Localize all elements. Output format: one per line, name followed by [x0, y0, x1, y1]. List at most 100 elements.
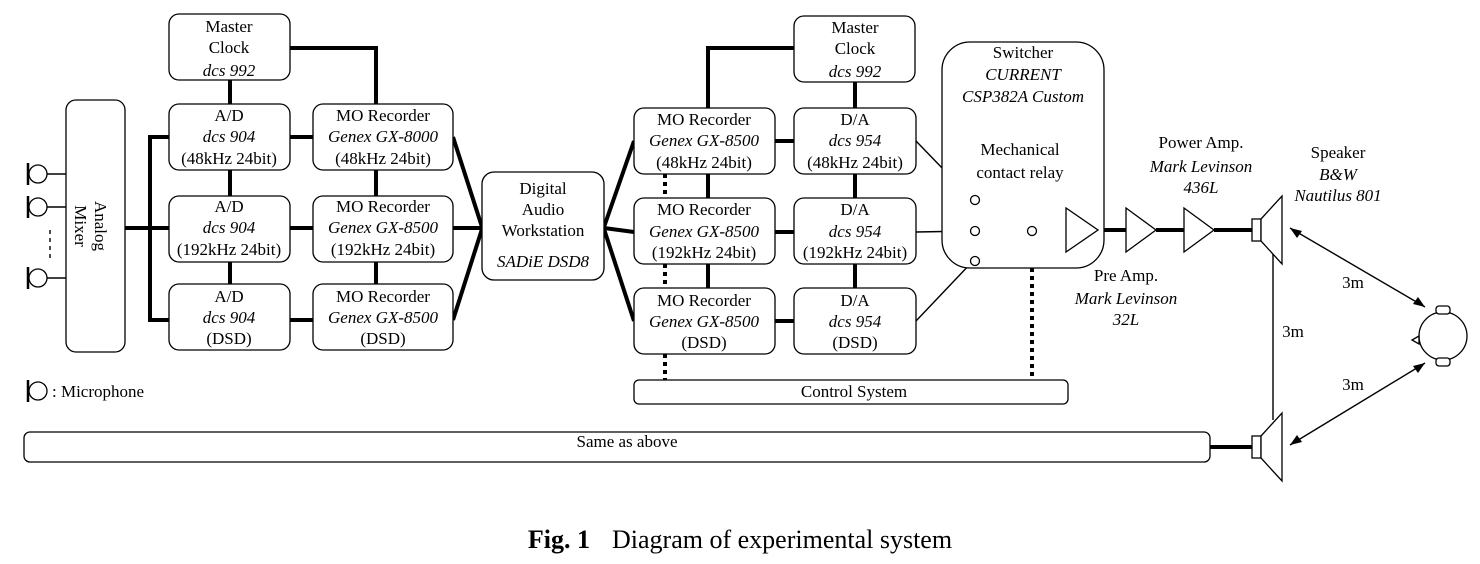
ad-model: dcs 904	[203, 308, 256, 327]
relay-contact	[969, 225, 981, 237]
mo-recorder-play-48k: MO Recorder Genex GX-8500 (48kHz 24bit)	[633, 107, 776, 175]
text-line: Mechanical	[980, 140, 1060, 159]
microphone-icons	[26, 163, 48, 402]
mo-spec: (192kHz 24bit)	[652, 243, 756, 262]
legend-microphone-icon	[26, 380, 48, 402]
rec-master-clock-model: dcs 992	[203, 61, 256, 80]
text-line: 436L	[1184, 178, 1219, 197]
text-line: Clock	[835, 39, 876, 58]
text-line: CSP382A Custom	[962, 87, 1084, 106]
speaker-icon	[1251, 411, 1283, 483]
switcher-model: CURRENT CSP382A Custom	[962, 65, 1084, 106]
mo-title: MO Recorder	[336, 197, 430, 216]
ad-title: A/D	[214, 197, 243, 216]
control-system: Control System	[633, 379, 1069, 405]
buffer-amp-icon	[1065, 206, 1100, 254]
mo-spec: (48kHz 24bit)	[335, 149, 431, 168]
relay-contact	[969, 255, 981, 267]
da-model: dcs 954	[829, 312, 882, 331]
mo-recorder-rec-192k: MO Recorder Genex GX-8500 (192kHz 24bit)	[312, 195, 454, 263]
mo-model: Genex GX-8500	[649, 131, 759, 150]
daw-model: SADiE DSD8	[497, 252, 590, 271]
ad-title: A/D	[214, 287, 243, 306]
switcher-box: Switcher CURRENT CSP382A Custom Mechanica…	[941, 41, 1105, 269]
mo-title: MO Recorder	[657, 110, 751, 129]
da-title: D/A	[840, 110, 870, 129]
text-line: Mixer	[71, 205, 90, 247]
da-model: dcs 954	[829, 131, 882, 150]
mo-title: MO Recorder	[336, 287, 430, 306]
power-amp-model: Mark Levinson 436L	[1149, 157, 1252, 197]
legend-text: : Microphone	[52, 382, 144, 401]
analog-mixer: AnalogMixer	[65, 99, 126, 353]
mo-title: MO Recorder	[657, 200, 751, 219]
microphone-icon	[26, 196, 48, 218]
text-line: contact relay	[976, 163, 1064, 182]
text-line: Clock	[209, 38, 250, 57]
mo-recorder-rec-dsd: MO Recorder Genex GX-8500 (DSD)	[312, 283, 454, 351]
same-as-above-bar: Same as above	[23, 431, 1211, 463]
text-line: Audio	[522, 200, 565, 219]
ad-converter-192k: A/D dcs 904 (192kHz 24bit)	[168, 195, 291, 263]
mo-spec: (192kHz 24bit)	[331, 240, 435, 259]
ad-converter-48k: A/D dcs 904 (48kHz 24bit)	[168, 103, 291, 171]
mo-recorder-rec-48k: MO Recorder Genex GX-8000 (48kHz 24bit)	[312, 103, 454, 171]
ad-converter-dsd: A/D dcs 904 (DSD)	[168, 283, 291, 351]
switcher-title: Switcher	[993, 43, 1054, 62]
text-line: Mark Levinson	[1074, 289, 1177, 308]
speaker-title: Speaker	[1311, 143, 1366, 162]
text-line: Mark Levinson	[1149, 157, 1252, 176]
text-line: 32L	[1112, 310, 1139, 329]
ad-title: A/D	[214, 106, 243, 125]
mo-model: Genex GX-8000	[328, 127, 438, 146]
da-converter-192k: D/A dcs 954 (192kHz 24bit)	[793, 197, 917, 265]
da-converter-dsd: D/A dcs 954 (DSD)	[793, 287, 917, 355]
mo-recorder-play-192k: MO Recorder Genex GX-8500 (192kHz 24bit)	[633, 197, 776, 265]
mo-spec: (DSD)	[360, 329, 405, 348]
relay-contact	[969, 194, 981, 206]
text-line: Workstation	[502, 221, 585, 240]
text-line: Master	[205, 17, 253, 36]
relay-label: Mechanical contact relay	[976, 140, 1064, 182]
da-title: D/A	[840, 291, 870, 310]
ad-spec: (DSD)	[206, 329, 251, 348]
same-as-above-label: Same as above	[576, 432, 677, 451]
pre-amp-model: Mark Levinson 32L	[1074, 289, 1177, 329]
mo-spec: (DSD)	[681, 333, 726, 352]
ad-model: dcs 904	[203, 218, 256, 237]
mixer-label: AnalogMixer	[71, 201, 110, 252]
speaker-icon	[1251, 194, 1283, 266]
text-line: Digital	[519, 179, 566, 198]
text-line: B&W	[1319, 165, 1359, 184]
text-line: Master	[831, 18, 879, 37]
distance-label-top: 3m	[1342, 273, 1364, 292]
power-amp-icon	[1183, 206, 1216, 254]
mo-recorder-play-dsd: MO Recorder Genex GX-8500 (DSD)	[633, 287, 776, 355]
distance-label-vertical: 3m	[1282, 322, 1304, 341]
caption-label: Fig. 1	[528, 525, 590, 554]
listener-head-icon	[1410, 305, 1468, 367]
play-master-clock-model: dcs 992	[829, 62, 882, 81]
ad-model: dcs 904	[203, 127, 256, 146]
pre-amp-title: Pre Amp.	[1094, 266, 1158, 285]
text-line: CURRENT	[985, 65, 1062, 84]
da-title: D/A	[840, 200, 870, 219]
control-system-label: Control System	[801, 382, 907, 401]
text-line: Analog	[91, 201, 110, 252]
mo-spec: (48kHz 24bit)	[656, 153, 752, 172]
da-converter-48k: D/A dcs 954 (48kHz 24bit)	[793, 107, 917, 175]
mo-title: MO Recorder	[657, 291, 751, 310]
da-spec: (192kHz 24bit)	[803, 243, 907, 262]
microphone-icon	[26, 163, 48, 185]
relay-common	[1026, 225, 1038, 237]
mo-model: Genex GX-8500	[328, 308, 438, 327]
